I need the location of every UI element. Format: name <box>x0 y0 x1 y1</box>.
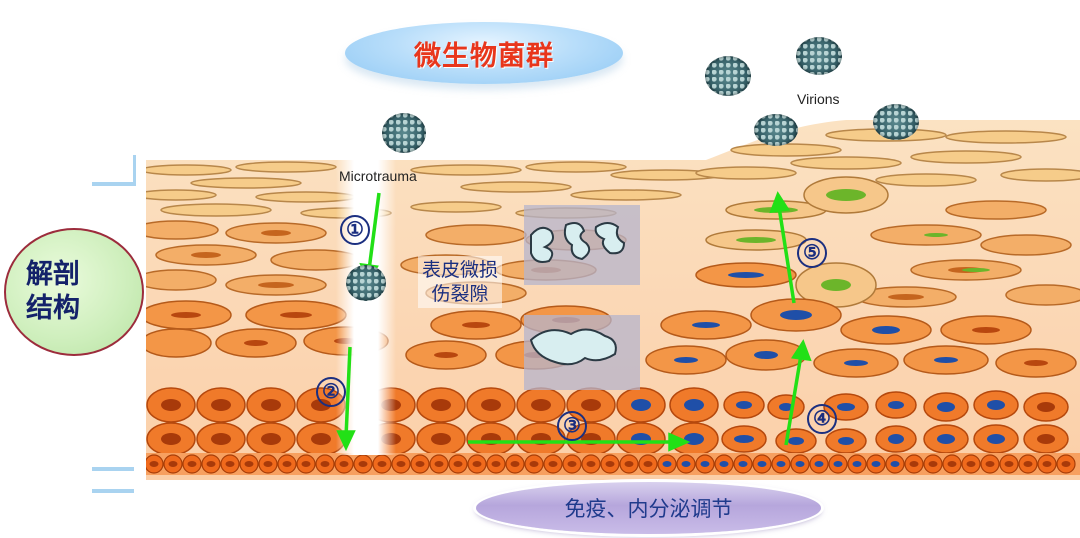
step-1-marker: ① <box>340 215 370 245</box>
immune-endocrine-oval: 免疫、内分泌调节 <box>476 482 821 534</box>
virion-icon-2 <box>796 37 842 75</box>
step-2-marker: ② <box>316 377 346 407</box>
step-3-marker: ③ <box>557 411 587 441</box>
bracket-top-horizontal <box>92 182 136 186</box>
microbiota-label: 微生物菌群 <box>414 40 554 72</box>
epidermal-microinjury-label: 表皮微损 伤裂隙 <box>418 256 503 308</box>
virion-icon-3 <box>754 114 798 146</box>
skin-epidermis-illustration <box>146 115 1080 480</box>
microbiota-oval: 微生物菌群 <box>345 22 623 84</box>
anatomy-structure-circle: 解剖结构 <box>4 228 144 356</box>
virion-icon-microtrauma <box>382 113 426 153</box>
epidermis-cells-graphic <box>146 120 1080 480</box>
immune-endocrine-label: 免疫、内分泌调节 <box>564 497 733 521</box>
bracket-top-vertical <box>133 155 136 185</box>
anatomy-label-line1: 解剖 <box>26 259 80 290</box>
injury-label-line2: 伤裂隙 <box>431 283 489 305</box>
virion-icon-1 <box>705 56 751 96</box>
anatomy-label-line2: 结构 <box>26 293 80 324</box>
step-5-marker: ⑤ <box>797 238 827 268</box>
injury-label-line1: 表皮微损 <box>422 259 499 281</box>
anatomy-label: 解剖结构 <box>26 258 86 326</box>
bracket-bottom-line-1 <box>92 467 134 471</box>
virion-icon-4 <box>873 104 919 140</box>
bracket-bottom-line-2 <box>92 489 134 493</box>
step-4-marker: ④ <box>807 404 837 434</box>
microtrauma-label: Microtrauma <box>339 168 417 184</box>
virions-label: Virions <box>797 91 840 107</box>
virion-icon-penetrating <box>346 265 386 301</box>
